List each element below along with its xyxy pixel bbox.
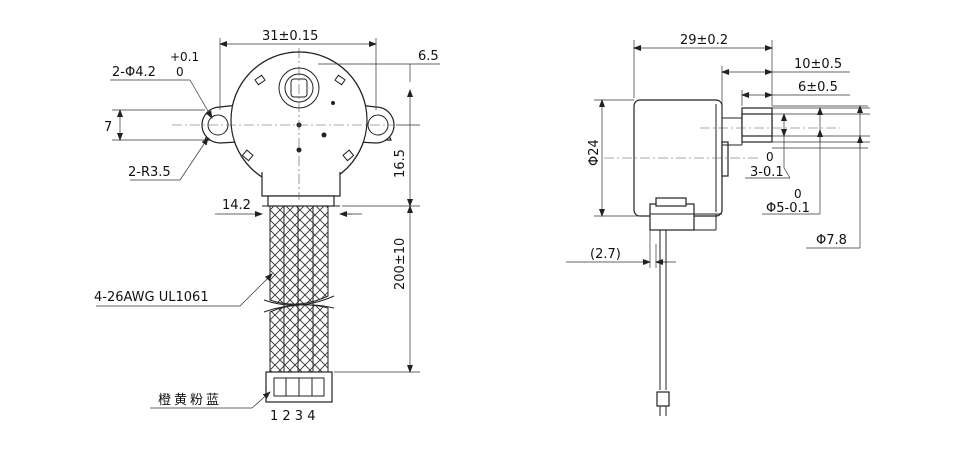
dim-height-label: 16.5 [393, 149, 408, 178]
dim-flat-label: 3-0.1 [750, 165, 784, 180]
dim-hole-tol-upper: +0.1 [170, 50, 199, 64]
dim-hole-tol-lower: 0 [176, 65, 184, 79]
dim-width-label: 31±0.15 [262, 29, 318, 44]
dim-boss-a-label: 10±0.5 [794, 57, 842, 72]
dim-offset-small-label: 6.5 [418, 49, 439, 64]
dim-shaft-label: Φ5-0.1 [766, 201, 810, 216]
wire-colors-label: 橙黄粉蓝 [158, 393, 222, 408]
dim-cable-length-label: 200±10 [393, 238, 408, 290]
wire-bundle [263, 205, 335, 373]
dim-hole-offset-label: 7 [104, 120, 112, 135]
dim-shaft-tol-upper: 0 [794, 187, 802, 201]
dim-radius-label: 2-R3.5 [128, 165, 171, 180]
dim-flat-tol-upper: 0 [766, 150, 774, 164]
dim-flange-thk-label: (2.7) [590, 247, 621, 262]
dim-cable-exit-label: 14.2 [222, 198, 251, 213]
front-view: 31±0.15 +0.1 0 2-Φ4.2 6.5 7 2-R3.5 16.5 … [94, 29, 440, 424]
dim-boss-b-label: 6±0.5 [798, 80, 838, 95]
side-view: 29±0.2 10±0.5 6±0.5 Φ24 0 3-0.1 0 Φ5-0.1 [566, 33, 870, 416]
wire-spec-label: 4-26AWG UL1061 [94, 290, 209, 305]
connector-front [265, 371, 333, 403]
pin-numbers-label: 1 2 3 4 [270, 409, 315, 424]
dim-depth-label: 29±0.2 [680, 33, 728, 48]
dim-hole-dia-label: 2-Φ4.2 [112, 65, 156, 80]
dim-diameter-label: Φ24 [587, 139, 602, 166]
motor-body-front [201, 51, 395, 207]
dim-boss-dia-label: Φ7.8 [816, 233, 847, 248]
